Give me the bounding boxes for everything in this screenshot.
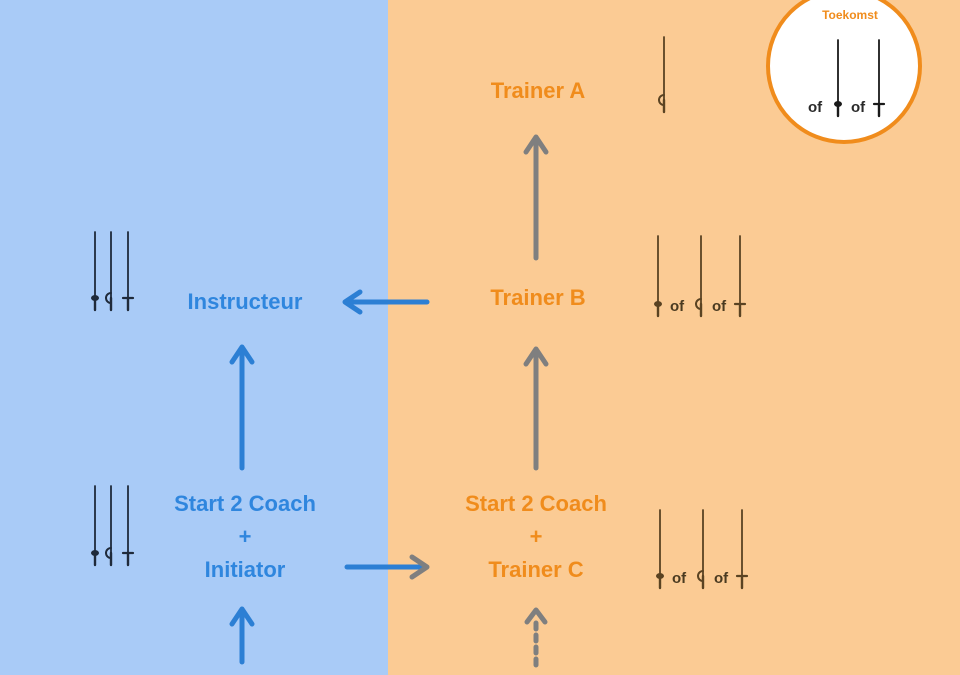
- node-instructeur: Instructeur: [150, 285, 340, 318]
- epee-icon: [695, 235, 703, 318]
- node-trainer-a: Trainer A: [440, 74, 636, 107]
- sabre-icon: [872, 39, 886, 118]
- sabre-icon: [733, 235, 747, 318]
- epee-icon: [697, 509, 705, 590]
- trainer-b-of-1: of: [670, 298, 685, 315]
- start2coach-label: Start 2 Coach: [465, 491, 607, 516]
- trainer-c-of-1: of: [672, 570, 687, 587]
- epee-icon: [658, 36, 666, 114]
- trainer-c-label: Trainer C: [488, 557, 584, 582]
- start2coach-label: Start 2 Coach: [174, 491, 316, 516]
- instructeur-label: Instructeur: [187, 289, 303, 314]
- initiator-label: Initiator: [204, 557, 286, 582]
- future-title: Toekomst: [822, 8, 878, 22]
- left-panel: [0, 0, 388, 675]
- trainer-b-label: Trainer B: [490, 285, 586, 310]
- arrow-trainer-b-to-a: [523, 134, 549, 261]
- arrow-trainer-c-to-b: [523, 346, 549, 471]
- future-of-1: of: [808, 99, 823, 116]
- foil-icon: [91, 231, 99, 312]
- node-start2coach-trainer-c: Start 2 Coach + Trainer C: [430, 487, 642, 586]
- weapon-icons: [91, 36, 886, 590]
- foil-icon: [834, 39, 842, 118]
- arrow-trainer-b-to-instructeur: [342, 289, 430, 315]
- arrow-dashed-into-trainer-c: [524, 607, 548, 668]
- foil-icon: [654, 235, 662, 318]
- future-of-2: of: [851, 99, 866, 116]
- plus-label: +: [529, 524, 543, 549]
- arrow-into-initiator: [229, 606, 255, 665]
- future-circle: [766, 0, 922, 144]
- foil-icon: [656, 509, 664, 590]
- sabre-icon: [121, 485, 135, 567]
- arrow-initiator-to-instructeur: [229, 344, 255, 471]
- epee-icon: [105, 231, 113, 312]
- sabre-icon: [121, 231, 135, 312]
- sabre-icon: [735, 509, 749, 590]
- trainer-b-of-2: of: [712, 298, 727, 315]
- node-start2coach-initiator: Start 2 Coach + Initiator: [140, 487, 350, 586]
- plus-label: +: [238, 524, 252, 549]
- epee-icon: [105, 485, 113, 567]
- trainer-c-of-2: of: [714, 570, 729, 587]
- node-trainer-b: Trainer B: [440, 281, 636, 314]
- arrow-initiator-to-trainer-c: [344, 554, 430, 580]
- trainer-a-label: Trainer A: [490, 78, 586, 103]
- foil-icon: [91, 485, 99, 567]
